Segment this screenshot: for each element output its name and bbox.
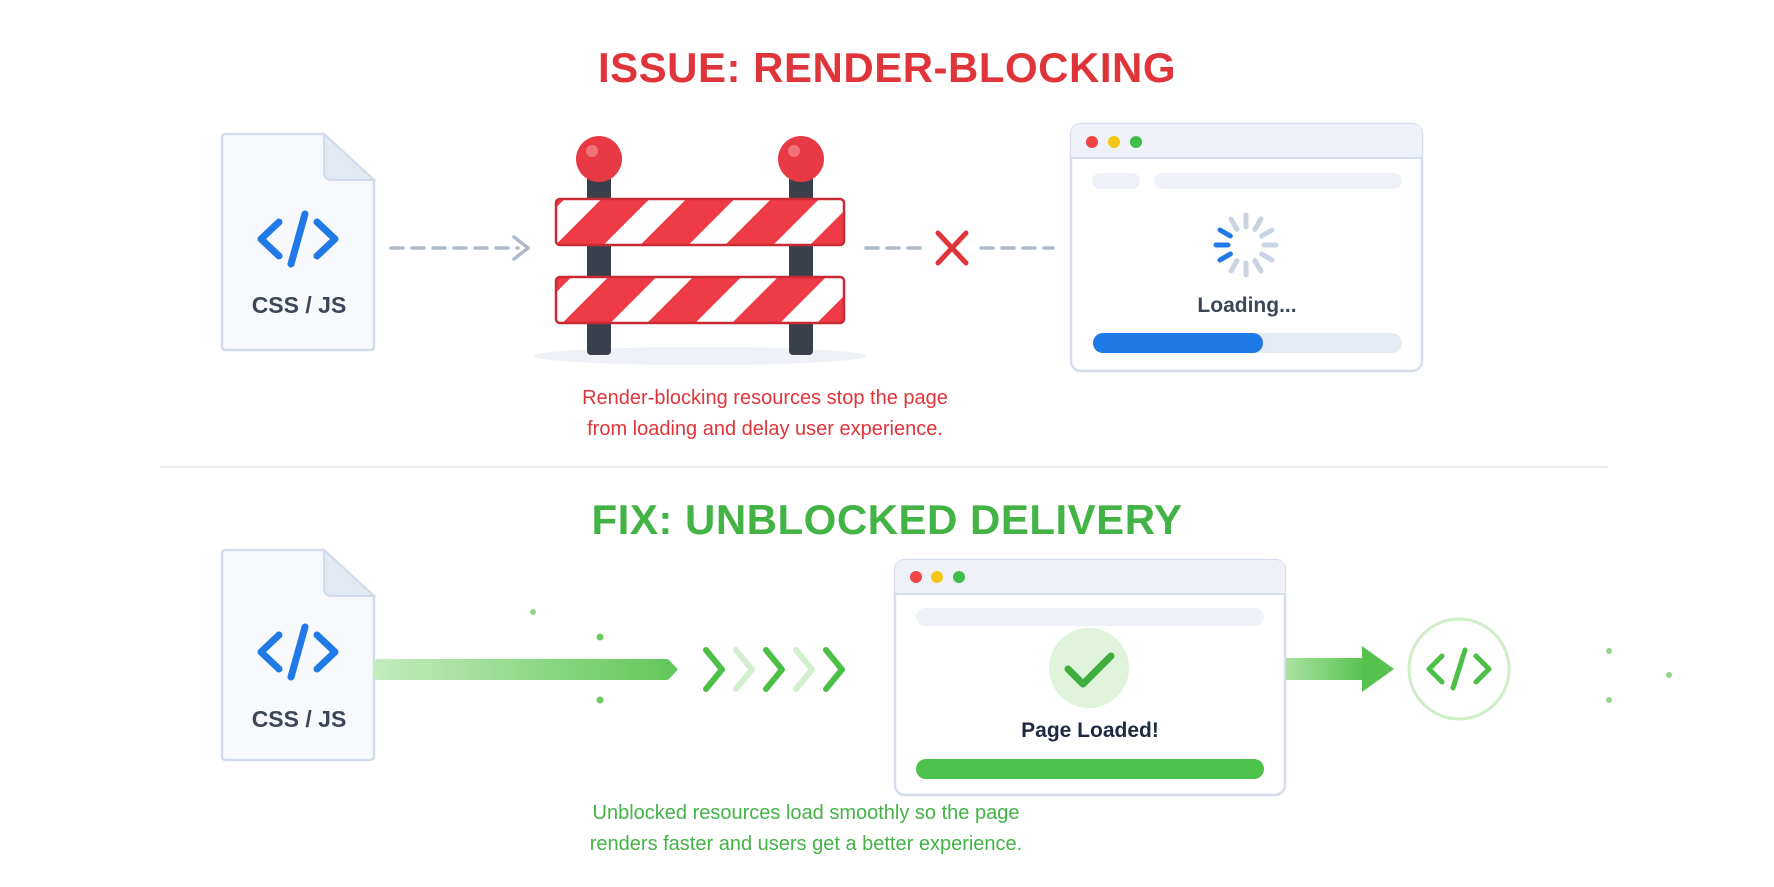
fix-caption: Unblocked resources load smoothly so the… — [536, 798, 1076, 860]
issue-caption-line2: from loading and delay user experience. — [587, 418, 943, 440]
chevron-right-icons — [703, 647, 845, 692]
issue-caption: Render-blocking resources stop the page … — [540, 383, 990, 445]
code-badge-icon — [1407, 617, 1511, 721]
issue-caption-line1: Render-blocking resources stop the page — [582, 387, 948, 409]
road-barrier-icon — [534, 136, 866, 365]
trailing-speed-lines — [1524, 625, 1672, 703]
spinner-dash — [1217, 227, 1233, 239]
issue-status-text: Loading... — [1197, 294, 1297, 317]
fix-caption-line2: renders faster and users get a better ex… — [589, 833, 1023, 855]
spinner-dash — [1259, 251, 1275, 263]
issue-dashed-arrow — [389, 235, 530, 261]
checkmark-icon — [1049, 628, 1129, 708]
spinner-dash — [1228, 216, 1240, 232]
output-arrow — [1286, 646, 1394, 692]
fix-code-file-icon — [220, 547, 377, 762]
fix-caption-line1: Unblocked resources load smoothly so the… — [592, 802, 1020, 824]
issue-code-file-icon — [220, 131, 377, 352]
fix-file-label: CSS / JS — [251, 706, 347, 732]
spinner-dash — [1252, 258, 1264, 274]
fix-progress-fill — [916, 759, 1264, 779]
x-cross-icon — [935, 230, 969, 266]
spinner-dash — [1252, 216, 1264, 232]
fix-title: FIX: UNBLOCKED DELIVERY — [591, 496, 1183, 543]
section-divider — [160, 466, 1608, 468]
issue-progress-fill — [1093, 333, 1263, 353]
issue-file-label: CSS / JS — [251, 292, 347, 318]
loading-spinner-icon — [1213, 212, 1279, 278]
spinner-dash — [1259, 227, 1275, 239]
issue-browser-window — [1069, 122, 1424, 373]
fix-status-text: Page Loaded! — [1021, 719, 1159, 742]
issue-title: ISSUE: RENDER-BLOCKING — [597, 44, 1177, 91]
spinner-dash — [1228, 258, 1240, 274]
spinner-dash — [1217, 251, 1233, 263]
fast-delivery-stream — [374, 609, 678, 724]
